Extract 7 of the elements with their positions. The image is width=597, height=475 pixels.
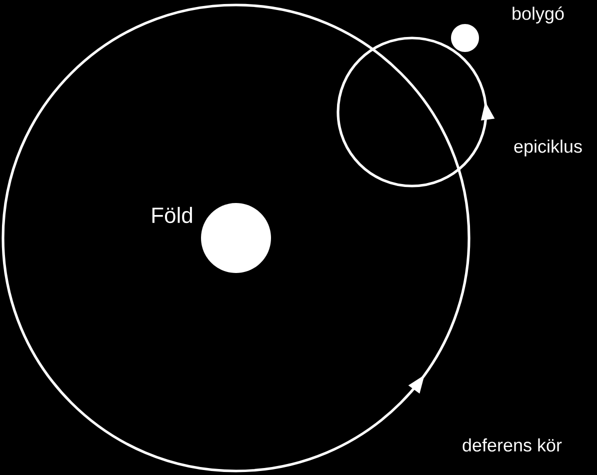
earth-disk [201,203,271,273]
planet-disk [451,24,479,52]
orbit-label: epiciklus [514,140,582,156]
orbit-label: bolygó [512,6,564,24]
epicycle-circle [336,36,488,188]
orbit-label: Föld [152,206,192,224]
orbit-label: deferens kör [462,438,562,452]
